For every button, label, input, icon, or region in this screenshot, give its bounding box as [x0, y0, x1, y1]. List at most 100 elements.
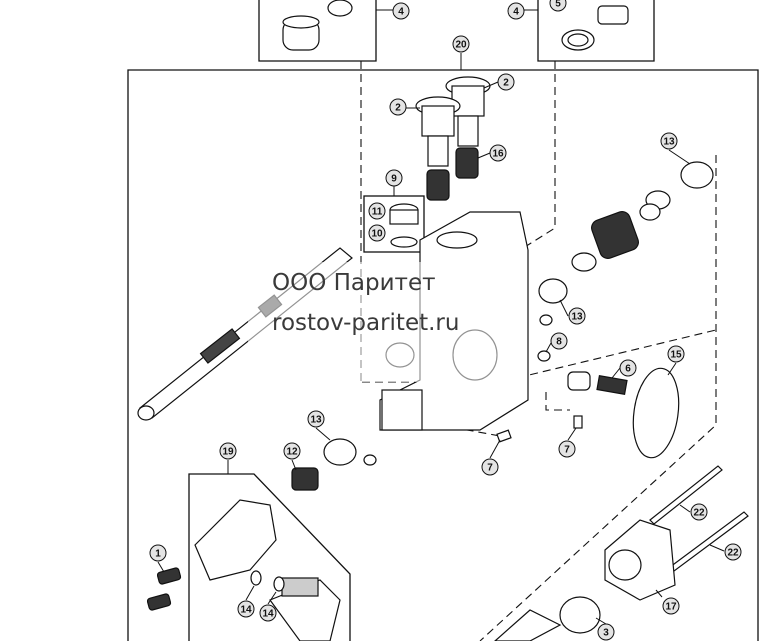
- main-frame: [127, 69, 759, 641]
- spring-16: [426, 147, 479, 201]
- callout-label: 10: [371, 229, 383, 240]
- leader-13c: [315, 427, 331, 441]
- callout-1: 1: [149, 544, 167, 562]
- callout-label: 17: [665, 602, 677, 613]
- callout-10: 10: [368, 224, 386, 242]
- callout-5: 5: [549, 0, 567, 12]
- callout-11: 11: [368, 202, 386, 220]
- leader-6: [611, 367, 621, 379]
- lever-arm: [194, 499, 341, 641]
- callout-bubble: [667, 345, 685, 363]
- bolt-22-upper: [649, 465, 723, 525]
- callout-label: 2: [503, 78, 509, 89]
- callout-bubble: [368, 202, 386, 220]
- callout-label: 7: [487, 463, 493, 474]
- spool-3: [494, 596, 601, 641]
- callout-19: 19: [219, 442, 237, 460]
- leader-3: [595, 617, 607, 625]
- callout-7b: 7: [558, 440, 576, 458]
- callout-bubble: [219, 442, 237, 460]
- callout-13c: 13: [307, 410, 325, 428]
- spring-12: [291, 467, 319, 491]
- callout-label: 1: [155, 549, 161, 560]
- leader-13b: [559, 299, 569, 317]
- detail-box-left: [258, 0, 377, 62]
- watermark-backdrop: [248, 262, 518, 382]
- callout-label: 22: [693, 508, 705, 519]
- leader-12: [291, 459, 297, 471]
- leader-1: [157, 561, 165, 573]
- callout-9: 9: [385, 169, 403, 187]
- guide-line-pin: [545, 392, 570, 411]
- callout-bubble: [558, 440, 576, 458]
- callout-label: 13: [310, 415, 322, 426]
- callout-label: 22: [727, 548, 739, 559]
- leader-7a: [489, 439, 501, 459]
- bolt-22-lower: [665, 511, 749, 575]
- watermark-website: rostov-paritet.ru: [272, 310, 460, 336]
- poppet-6: [567, 371, 591, 391]
- callout-7a: 7: [481, 458, 499, 476]
- callout-bubble: [690, 503, 708, 521]
- callout-bubble: [660, 132, 678, 150]
- callout-17: 17: [662, 597, 680, 615]
- callout-bubble: [389, 98, 407, 116]
- callout-label: 20: [455, 40, 467, 51]
- leader-8: [545, 342, 552, 353]
- callout-label: 2: [395, 103, 401, 114]
- callout-label: 4: [398, 7, 404, 18]
- callout-label: 19: [222, 447, 234, 458]
- callout-bubble: [283, 442, 301, 460]
- callout-bubble: [568, 307, 586, 325]
- callout-4b: 4: [507, 2, 525, 20]
- leader-14b: [267, 591, 277, 605]
- callout-14a: 14: [237, 600, 255, 618]
- callout-12: 12: [283, 442, 301, 460]
- leader-16: [477, 152, 491, 159]
- detail-box-right: [537, 0, 655, 62]
- guide-line-right: [519, 61, 556, 251]
- callout-bubble: [149, 544, 167, 562]
- spring-right-large: [591, 211, 639, 259]
- callout-3: 3: [597, 623, 615, 641]
- callout-6: 6: [619, 359, 637, 377]
- cap-part-left: [282, 0, 353, 51]
- callout-22a: 22: [690, 503, 708, 521]
- o-ring-13-mid: [538, 278, 568, 304]
- pin-7a: [496, 429, 512, 443]
- leader-2a: [483, 81, 499, 89]
- callout-bubble: [481, 458, 499, 476]
- callout-bubble: [619, 359, 637, 377]
- callout-8: 8: [550, 332, 568, 350]
- callout-bubble: [237, 600, 255, 618]
- relief-valve-b: [415, 96, 461, 167]
- callout-bubble: [259, 604, 277, 622]
- callout-bubble: [550, 332, 568, 350]
- callout-15: 15: [667, 345, 685, 363]
- callout-20: 20: [452, 35, 470, 53]
- callout-label: 7: [564, 445, 570, 456]
- callout-bubble: [385, 169, 403, 187]
- callout-bubble: [724, 543, 742, 561]
- callout-label: 11: [372, 207, 383, 218]
- leader-15: [667, 362, 677, 376]
- plug-11: [389, 203, 419, 248]
- valve-part-right: [561, 5, 629, 51]
- retainer-clips: [571, 190, 671, 272]
- plug-small-left: [363, 454, 377, 466]
- callout-13b: 13: [568, 307, 586, 325]
- callout-label: 14: [240, 605, 252, 616]
- callout-label: 6: [625, 364, 631, 375]
- plug-8: [537, 350, 551, 362]
- leader-22b: [709, 544, 725, 552]
- callout-bubble: [507, 2, 525, 20]
- callout-13a: 13: [660, 132, 678, 150]
- callout-label: 12: [286, 447, 298, 458]
- callout-2b: 2: [389, 98, 407, 116]
- callout-label: 9: [391, 174, 397, 185]
- callout-label: 16: [492, 149, 504, 160]
- callout-bubble: [662, 597, 680, 615]
- callout-2a: 2: [497, 73, 515, 91]
- callout-bubble: [549, 0, 567, 12]
